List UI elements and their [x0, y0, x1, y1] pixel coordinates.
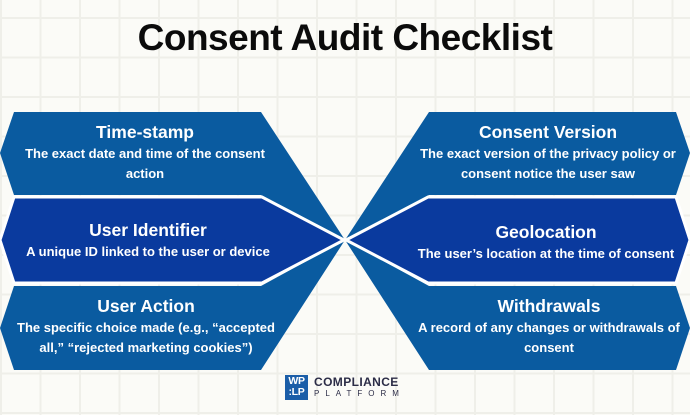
item-heading: User Identifier: [89, 220, 207, 240]
left-item-time-stamp: Time-stamp The exact date and time of th…: [14, 121, 276, 184]
item-description: The user’s location at the time of conse…: [417, 246, 675, 261]
brand-logo: WP :LP COMPLIANCE PLATFORM: [285, 373, 405, 401]
item-heading: Time-stamp: [96, 122, 194, 142]
right-item-geolocation: Geolocation The user’s location at the t…: [402, 221, 690, 264]
left-band-user-identifier-shape: [0, 195, 348, 285]
logo-word-platform: PLATFORM: [314, 388, 405, 398]
right-band-geolocation-shape: [342, 195, 690, 285]
item-heading: Consent Version: [478, 122, 618, 142]
item-description: The specific choice made (e.g., “accepte…: [17, 320, 275, 355]
right-item-consent-version: Consent Version The exact version of the…: [408, 121, 688, 184]
logo-mark-line2: :LP: [288, 386, 305, 398]
left-band-time-stamp-shape: [0, 112, 345, 240]
logo-word-compliance: COMPLIANCE: [314, 374, 399, 389]
left-band-user-action-shape: [0, 240, 345, 370]
left-item-user-identifier: User Identifier A unique ID linked to th…: [8, 219, 288, 262]
right-item-withdrawals: Withdrawals A record of any changes or w…: [408, 295, 690, 358]
item-heading: Withdrawals: [497, 296, 601, 316]
logo-wordmark: COMPLIANCE PLATFORM: [314, 374, 405, 399]
item-description: The exact version of the privacy policy …: [420, 146, 676, 181]
item-description: The exact date and time of the consent a…: [25, 146, 265, 181]
page-title: Consent Audit Checklist: [137, 17, 553, 58]
right-band-consent-version-shape: [345, 112, 690, 240]
item-heading: User Action: [97, 296, 195, 316]
item-heading: Geolocation: [495, 222, 597, 242]
wplp-logo-icon: WP :LP: [285, 374, 308, 400]
item-description: A unique ID linked to the user or device: [26, 244, 270, 259]
item-description: A record of any changes or withdrawals o…: [418, 320, 680, 355]
right-band-withdrawals-shape: [345, 240, 690, 370]
logo-mark-line1: WP: [288, 375, 305, 387]
left-item-user-action: User Action The specific choice made (e.…: [6, 295, 286, 358]
